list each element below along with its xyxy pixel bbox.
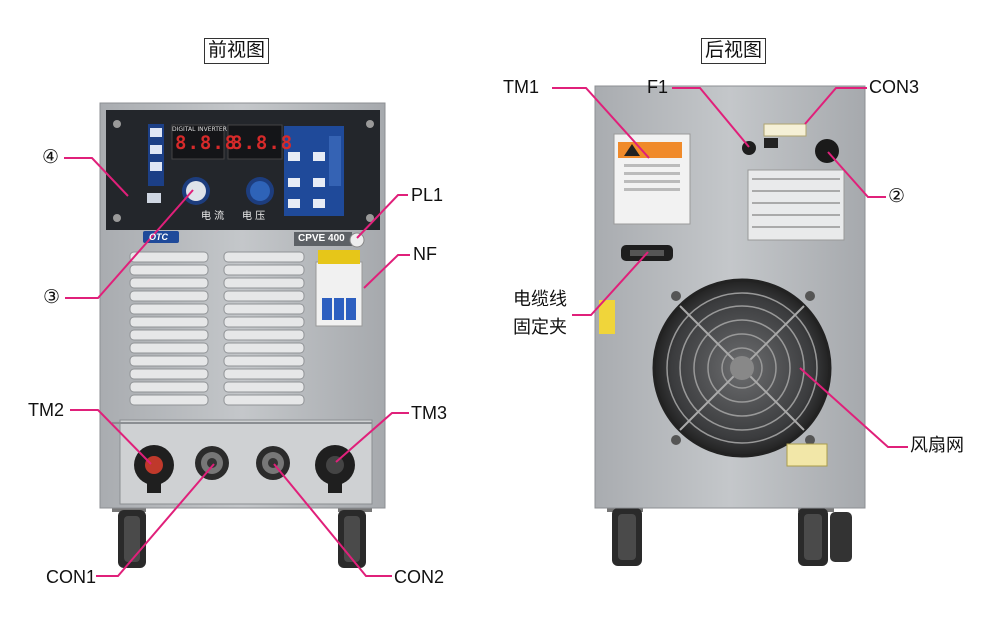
label-cable-clamp-line1: 电缆线 [513, 289, 567, 310]
fan-guard [652, 278, 832, 458]
leader-c4 [64, 157, 129, 197]
leader-con2 [273, 463, 392, 577]
leader-tm3 [335, 412, 409, 463]
leader-cable-clamp [572, 251, 649, 316]
label-tm3: TM3 [411, 403, 447, 423]
panel-brand-text: DIGITAL INVERTER [172, 126, 227, 133]
leader-pl1 [356, 194, 408, 239]
leader-c2 [827, 151, 886, 198]
leader-tm2 [70, 409, 152, 465]
model-plate: CPVE 400 [298, 233, 345, 244]
label-f1: F1 [647, 77, 669, 97]
rear-machine [594, 85, 866, 566]
leader-f1 [672, 87, 750, 148]
label-pl1: PL1 [411, 185, 444, 205]
leader-con1 [96, 463, 215, 577]
display-left: 8.8.8 [175, 132, 238, 154]
label-con1: CON1 [46, 567, 97, 587]
leader-fan-guard [799, 367, 908, 448]
label-tm2: TM2 [28, 400, 64, 420]
label-cable-clamp-line2: 固定夹 [513, 317, 567, 338]
front-machine [99, 102, 386, 568]
fuse-f1 [742, 141, 756, 155]
display-right: 8.8.8 [231, 132, 294, 154]
label-c2: ② [888, 185, 906, 207]
label-c3: ③ [43, 286, 61, 308]
knob-voltage-label: 电 压 [242, 211, 266, 222]
rear-view-title: 后视图 [701, 38, 767, 64]
leader-lines [64, 87, 908, 577]
front-view-title: 前视图 [204, 38, 270, 64]
label-tm1: TM1 [503, 77, 539, 97]
leader-c3 [65, 189, 194, 299]
brand-logo: OTC [149, 232, 168, 242]
leader-con3 [804, 87, 867, 125]
label-fan-guard: 风扇网 [910, 435, 964, 456]
leader-tm1 [552, 87, 650, 159]
knob-current-label: 电 流 [201, 211, 225, 222]
label-con2: CON2 [394, 567, 445, 587]
label-con3: CON3 [869, 77, 920, 97]
leader-nf [363, 254, 410, 289]
label-nf: NF [413, 244, 437, 264]
front-louvers [129, 251, 305, 406]
label-c4: ④ [42, 146, 60, 168]
